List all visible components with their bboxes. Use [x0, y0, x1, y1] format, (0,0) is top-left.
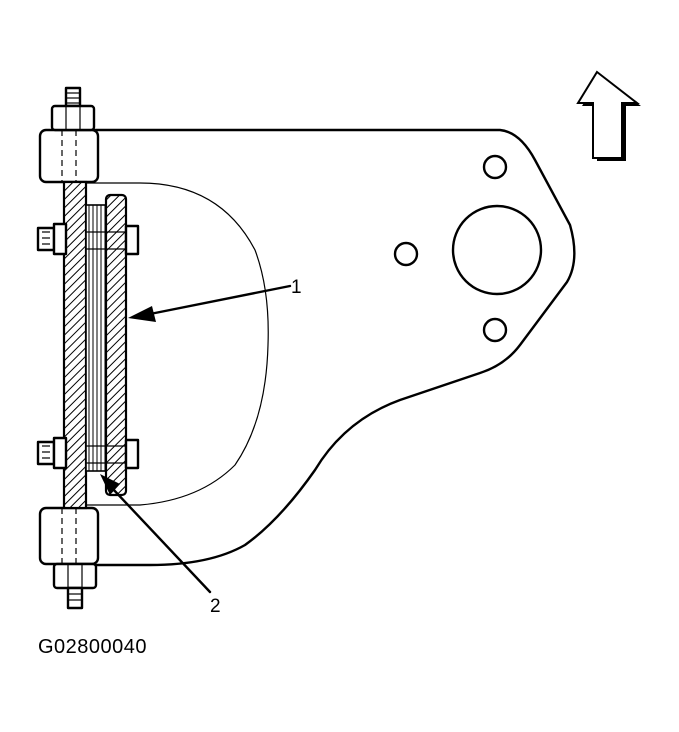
callout-2-leader: [100, 474, 212, 594]
control-arm-body: [80, 128, 576, 567]
callout-2-label: 2: [210, 596, 221, 617]
upper-mount-bolt: [36, 222, 140, 256]
pivot-shaft: [62, 180, 88, 510]
ball-joint-bore: [451, 204, 543, 296]
lower-bushing: [38, 506, 100, 566]
bottom-shaft-nut: [52, 562, 98, 610]
frame-bracket: [104, 193, 128, 497]
callout-1-leader: [128, 284, 292, 322]
lower-mount-bolt: [36, 436, 140, 470]
bolt-hole-bottom: [482, 317, 508, 343]
bolt-hole-middle: [393, 241, 419, 267]
arm-recess: [82, 182, 269, 506]
figure-id: G02800040: [38, 636, 148, 658]
upper-bushing: [38, 128, 100, 184]
up-arrow-icon: [576, 70, 641, 161]
shim-stack: [85, 204, 107, 472]
top-shaft-nut: [50, 86, 96, 132]
callout-1-label: 1: [291, 277, 302, 298]
bolt-hole-top: [482, 154, 508, 180]
